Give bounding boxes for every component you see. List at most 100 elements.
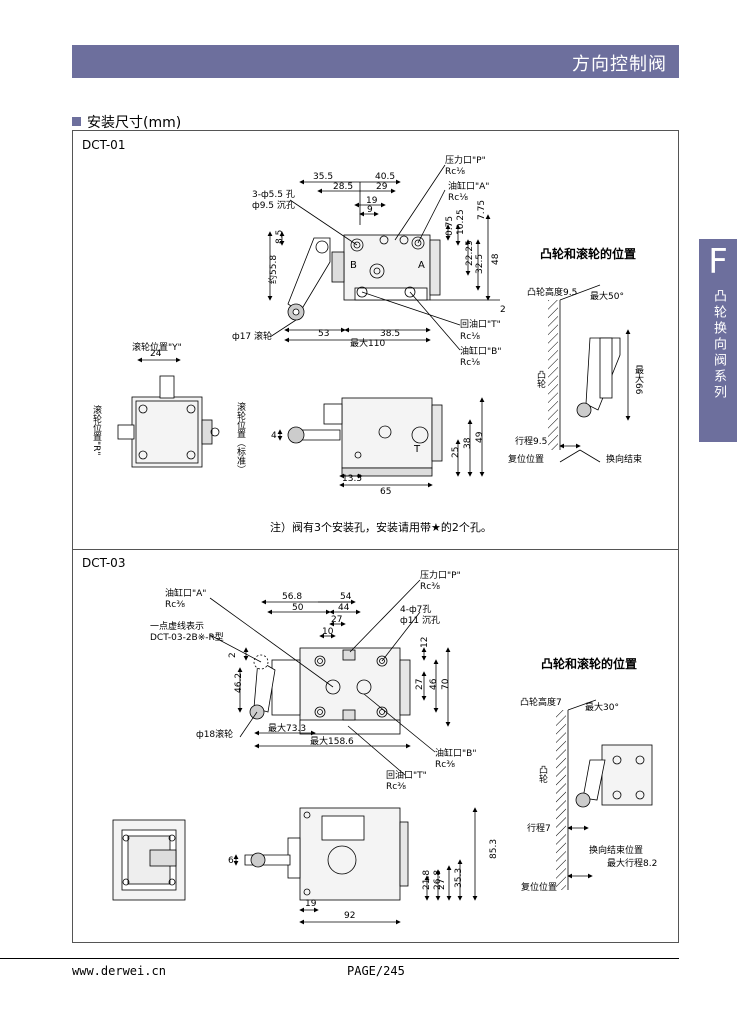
model-label-dct01: DCT-01 xyxy=(82,138,126,152)
page-title: 方向控制阀 xyxy=(572,54,667,75)
dim: 28.5 xyxy=(333,182,353,192)
dim: 46.2 xyxy=(234,673,244,693)
label: 压力口"P" xyxy=(420,569,461,581)
model-label-dct03: DCT-03 xyxy=(82,556,126,570)
label: 换向结束 xyxy=(606,453,642,465)
dim: 35.3 xyxy=(454,868,464,888)
dim: 54 xyxy=(340,592,352,602)
dct01-side-body xyxy=(131,396,203,468)
label: 复位位置 xyxy=(521,881,557,893)
dim: 92 xyxy=(344,911,355,921)
dim: 7.75 xyxy=(477,200,487,220)
dim: 24 xyxy=(150,349,162,359)
dim: 22.25 xyxy=(465,240,475,266)
side-tab: F 凸轮换向阀系列 xyxy=(699,239,737,442)
dim: 56.8 xyxy=(282,592,302,602)
label: B xyxy=(350,260,357,271)
dim: 50 xyxy=(292,603,304,613)
label: Rc⅛ xyxy=(460,358,480,368)
label: 换向结束位置 xyxy=(589,844,643,856)
cam-title: 凸轮和滚轮的位置 xyxy=(541,656,637,671)
cam-title: 凸轮和滚轮的位置 xyxy=(540,246,636,261)
dim: 13.5 xyxy=(342,474,362,484)
label: Rc⅜ xyxy=(435,760,455,770)
label: 约55.8 xyxy=(267,255,279,284)
dim: 29 xyxy=(376,182,388,192)
dim: 32.5 xyxy=(475,254,485,274)
label: 凸轮高度7 xyxy=(520,696,562,708)
footer-url[interactable]: www.derwei.cn xyxy=(72,964,166,978)
label: 最大30° xyxy=(585,701,619,713)
section-heading: 安装尺寸(mm) xyxy=(72,112,181,132)
dim: 44 xyxy=(338,603,350,613)
dim: 最大110 xyxy=(350,337,385,349)
dct03-roller-arm xyxy=(253,659,276,713)
label: 滚轮位置"Y" xyxy=(132,341,182,353)
dim: 48 xyxy=(491,253,501,265)
label: ф11 沉孔 xyxy=(400,615,440,626)
label: 凸轮 xyxy=(537,765,548,783)
dim: 85.3 xyxy=(489,839,499,859)
label: 回油口"T" xyxy=(386,769,427,781)
header-bar: 方向控制阀 xyxy=(72,45,679,78)
label: A xyxy=(418,260,425,271)
label: DCT-03-2B※-R型 xyxy=(150,632,224,643)
dim: 35.5 xyxy=(313,172,333,182)
label: T xyxy=(413,444,421,455)
dim: 19 xyxy=(305,899,317,909)
dim: 12 xyxy=(420,637,430,648)
label: 最大行程8.2 xyxy=(607,857,657,869)
dct01-roller-arm xyxy=(287,237,331,313)
label: 4-ф7孔 xyxy=(400,604,431,615)
side-tab-letter: F xyxy=(708,242,728,282)
drawing-frame xyxy=(72,130,679,943)
dim: 53 xyxy=(318,329,329,339)
label: 复位位置 xyxy=(508,453,544,465)
label: 行程9.5 xyxy=(515,435,547,447)
dct03-cam-body xyxy=(601,744,653,806)
label: 油缸口"A" xyxy=(448,180,489,192)
label: ф18滚轮 xyxy=(196,728,233,740)
label: Rc⅛ xyxy=(448,193,468,203)
label: 行程7 xyxy=(527,822,551,834)
label: 滚轮位置（标准） xyxy=(235,401,246,474)
label: 油缸口"A" xyxy=(165,587,206,599)
footer-rule xyxy=(0,958,679,959)
label: 凸轮 xyxy=(535,370,546,388)
dct01-front-body xyxy=(341,397,433,469)
page-number: PAGE/245 xyxy=(347,964,405,978)
dim: 27 xyxy=(331,615,342,625)
dim: 10 xyxy=(322,627,334,637)
dim: 最大158.6 xyxy=(310,735,354,747)
dim: 10.25 xyxy=(456,209,466,235)
side-tab-text: 凸轮换向阀系列 xyxy=(711,289,726,401)
label: 3-ф5.5 孔 xyxy=(252,189,295,200)
dim: 38 xyxy=(463,437,473,449)
label: 回油口"T" xyxy=(460,318,501,330)
label: ф9.5 沉孔 xyxy=(252,200,295,211)
dim: 26.8 xyxy=(433,870,443,890)
dim: 2 xyxy=(500,305,506,315)
label: Rc⅜ xyxy=(420,582,440,592)
dim: 38.5 xyxy=(380,329,400,339)
dim: 49 xyxy=(475,431,485,443)
label: 油缸口"B" xyxy=(460,345,501,357)
dim: 27 xyxy=(437,879,447,890)
label: 凸轮高度9.5 xyxy=(527,286,577,298)
section-heading-text: 安装尺寸(mm) xyxy=(87,115,182,131)
frame-divider xyxy=(72,549,679,550)
label: ф17 滚轮 xyxy=(232,330,272,342)
label: 一点虚线表示 xyxy=(150,620,204,632)
dct01-top-flange xyxy=(429,239,441,296)
label: 滚轮位置"R" xyxy=(91,404,102,456)
dim: 2 xyxy=(228,652,238,658)
dct01-note: 注）阀有3个安装孔，安装请用带★的2个孔。 xyxy=(270,521,492,534)
dim: 40.5 xyxy=(375,172,395,182)
dim: 6 xyxy=(228,856,234,866)
dim: 25 xyxy=(451,447,461,458)
dim: 46 xyxy=(429,678,439,690)
label: 油缸口"B" xyxy=(435,747,476,759)
dim: 0.75 xyxy=(445,216,455,236)
label: Rc⅛ xyxy=(460,332,480,342)
